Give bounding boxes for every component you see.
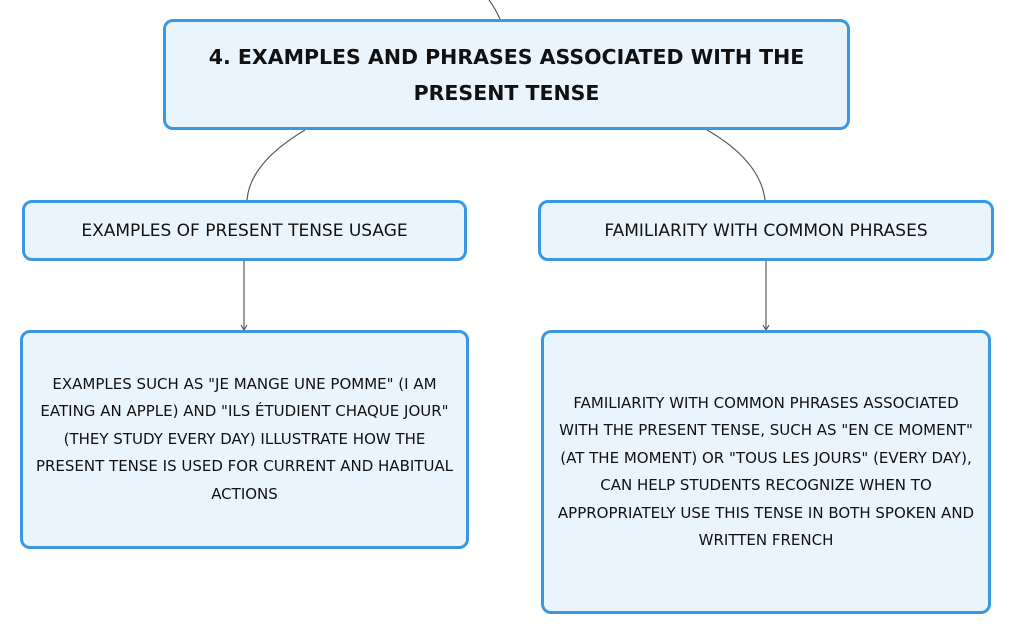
detail-text-common-phrases: FAMILIARITY WITH COMMON PHRASES ASSOCIAT… <box>557 393 975 550</box>
branch-title-examples: EXAMPLES OF PRESENT TENSE USAGE <box>81 220 408 241</box>
detail-node-examples[interactable]: EXAMPLES SUCH AS "JE MANGE UNE POMME" (I… <box>20 330 469 549</box>
root-topic-node[interactable]: 4. EXAMPLES AND PHRASES ASSOCIATED WITH … <box>163 19 850 130</box>
branch-title-common-phrases: FAMILIARITY WITH COMMON PHRASES <box>604 220 928 241</box>
connector-root-to-right-branch <box>706 129 766 201</box>
root-topic-text: 4. EXAMPLES AND PHRASES ASSOCIATED WITH … <box>208 44 805 105</box>
branch-node-examples[interactable]: EXAMPLES OF PRESENT TENSE USAGE <box>22 200 467 261</box>
connector-from-parent <box>488 0 501 20</box>
branch-node-common-phrases[interactable]: FAMILIARITY WITH COMMON PHRASES <box>538 200 994 261</box>
detail-node-common-phrases[interactable]: FAMILIARITY WITH COMMON PHRASES ASSOCIAT… <box>541 330 991 614</box>
connector-root-to-left-branch <box>246 129 306 201</box>
detail-text-examples: EXAMPLES SUCH AS "JE MANGE UNE POMME" (I… <box>35 374 454 503</box>
